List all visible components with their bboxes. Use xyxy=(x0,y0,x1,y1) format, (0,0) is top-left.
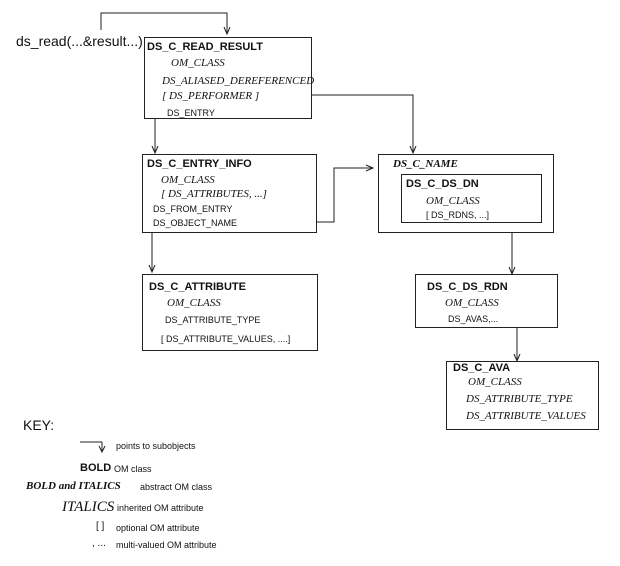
legend-symbol-ellipsis: , ... xyxy=(92,538,106,549)
arrowhead xyxy=(148,264,156,274)
attr-performer: [ DS_PERFORMER ] xyxy=(162,90,260,102)
attr-object-name: DS_OBJECT_NAME xyxy=(153,218,238,228)
attr-rdns: [ DS_RDNS, ...] xyxy=(426,210,490,220)
legend-symbol-bold: BOLD xyxy=(80,462,112,474)
attr-attribute-type: DS_ATTRIBUTE_TYPE xyxy=(466,393,573,405)
connector-call-to-read-result xyxy=(100,12,228,33)
class-title: DS_C_READ_RESULT xyxy=(147,41,263,53)
attr-avas: DS_AVAS,... xyxy=(448,314,499,324)
legend-label-om-class: OM class xyxy=(114,464,152,474)
attr-from-entry: DS_FROM_ENTRY xyxy=(153,204,233,214)
legend-label-inherited-attr: inherited OM attribute xyxy=(117,503,204,513)
legend-label-multivalued-attr: multi-valued OM attribute xyxy=(116,540,217,550)
class-title: DS_C_DS_RDN xyxy=(427,281,508,293)
attr-attribute-values: [ DS_ATTRIBUTE_VALUES, ....] xyxy=(161,334,291,344)
attr-om-class: OM_CLASS xyxy=(445,297,499,309)
arrowhead xyxy=(365,164,375,172)
key-subobject-line xyxy=(80,441,103,451)
class-title: DS_C_ATTRIBUTE xyxy=(149,281,246,293)
arrowhead xyxy=(409,145,417,155)
attr-entry: DS_ENTRY xyxy=(167,108,215,118)
class-title: DS_C_DS_DN xyxy=(406,178,479,190)
attr-om-class: OM_CLASS xyxy=(167,297,221,309)
attr-aliased-dereferenced: DS_ALIASED_DEREFERENCED xyxy=(162,75,315,87)
box-ava: DS_C_AVA OM_CLASS DS_ATTRIBUTE_TYPE DS_A… xyxy=(446,361,599,430)
class-title: DS_C_ENTRY_INFO xyxy=(147,158,252,170)
attr-attribute-values: DS_ATTRIBUTE_VALUES xyxy=(466,410,586,422)
key-arrowhead xyxy=(98,445,106,454)
box-entry-info: DS_C_ENTRY_INFO OM_CLASS [ DS_ATTRIBUTES… xyxy=(142,154,317,233)
arrowhead xyxy=(151,145,159,155)
attr-om-class: OM_CLASS xyxy=(161,174,215,186)
arrowhead xyxy=(223,26,231,36)
attr-om-class: OM_CLASS xyxy=(468,376,522,388)
legend-label-abstract-class: abstract OM class xyxy=(140,482,213,492)
attr-om-class: OM_CLASS xyxy=(426,195,480,207)
legend-title: KEY: xyxy=(23,417,55,433)
class-title: DS_C_AVA xyxy=(453,362,511,374)
ds-read-call: ds_read(...&result...) xyxy=(16,33,143,49)
box-ds-dn: DS_C_DS_DN OM_CLASS [ DS_RDNS, ...] xyxy=(401,174,542,223)
legend-label-optional-attr: optional OM attribute xyxy=(116,523,200,533)
legend-symbol-brackets: [ ] xyxy=(96,521,105,532)
attr-attributes: [ DS_ATTRIBUTES, ...] xyxy=(161,188,267,200)
box-name: DS_C_NAME DS_C_DS_DN OM_CLASS [ DS_RDNS,… xyxy=(378,154,554,233)
legend-label-subobjects: points to subobjects xyxy=(116,441,196,451)
box-read-result: DS_C_READ_RESULT OM_CLASS DS_ALIASED_DER… xyxy=(144,37,315,119)
legend-symbol-italics: ITALICS xyxy=(62,499,115,515)
attr-attribute-type: DS_ATTRIBUTE_TYPE xyxy=(165,315,261,325)
legend-symbol-bold-italics: BOLD and ITALICS xyxy=(26,480,121,492)
box-ds-rdn: DS_C_DS_RDN OM_CLASS DS_AVAS,... xyxy=(415,274,558,328)
box-attribute: DS_C_ATTRIBUTE OM_CLASS DS_ATTRIBUTE_TYP… xyxy=(142,274,318,351)
abstract-class-title: DS_C_NAME xyxy=(393,158,458,170)
attr-om-class: OM_CLASS xyxy=(171,57,225,69)
